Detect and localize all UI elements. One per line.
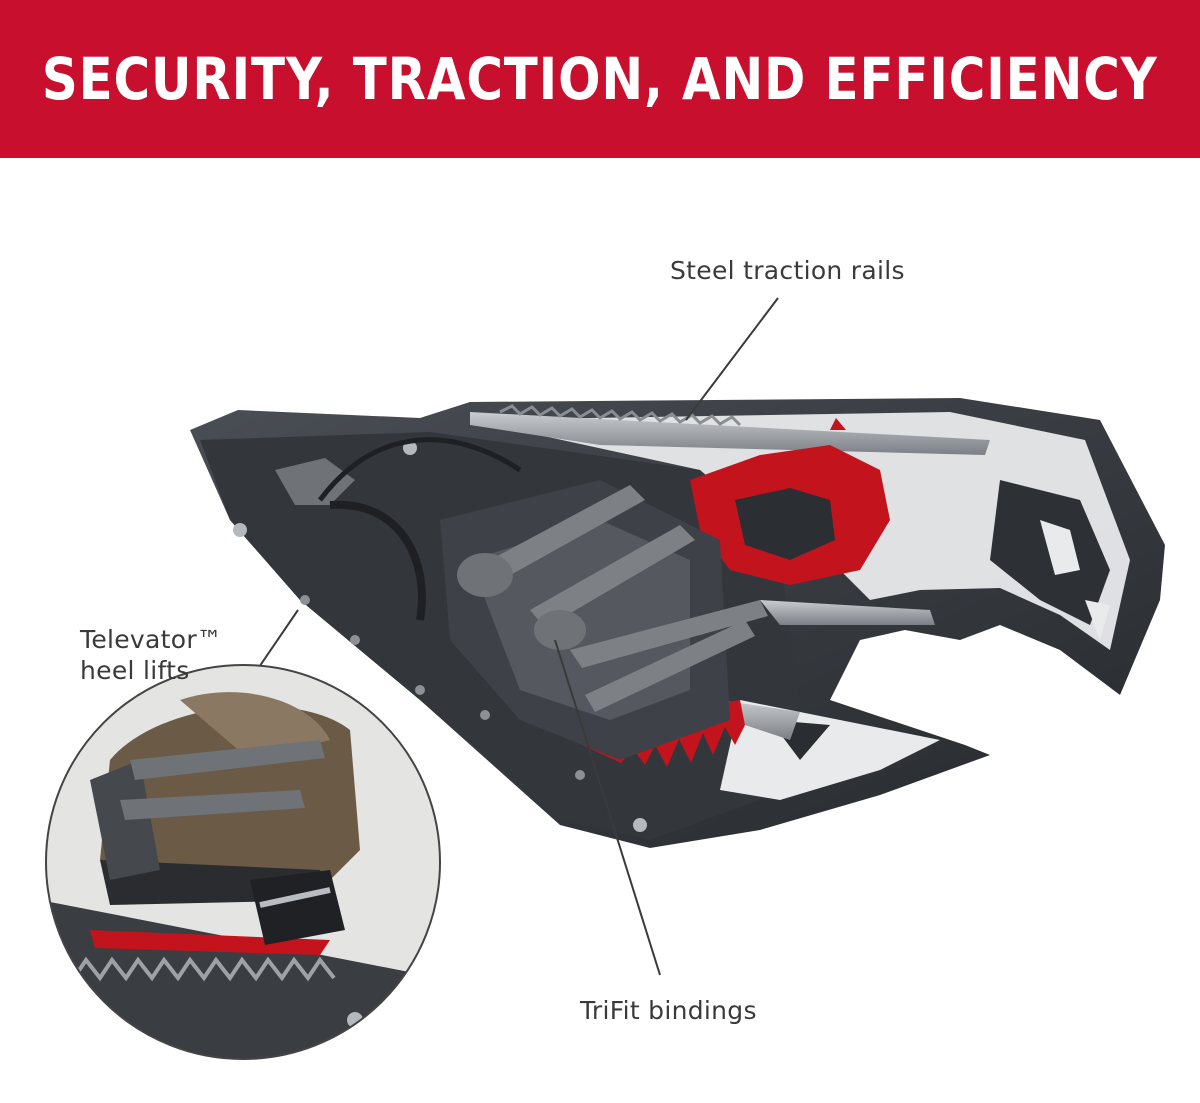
callout-steel-traction-rails: Steel traction rails <box>670 255 905 286</box>
banner-title: SECURITY, TRACTION, AND EFFICIENCY <box>42 45 1158 113</box>
televator-detail-inset <box>46 665 440 1059</box>
callout-steel-traction-rails-label: Steel traction rails <box>670 256 905 285</box>
callout-trifit-bindings-label: TriFit bindings <box>580 996 757 1025</box>
callout-televator-line2: heel lifts <box>80 656 190 685</box>
callout-trifit-bindings: TriFit bindings <box>580 995 757 1026</box>
trifit-binding <box>275 437 768 760</box>
callout-televator-line1: Televator™ <box>80 625 223 654</box>
header-banner: SECURITY, TRACTION, AND EFFICIENCY <box>0 0 1200 158</box>
callout-televator-heel-lifts: Televator™ heel lifts <box>80 624 222 686</box>
leader-line-trifit <box>554 639 661 976</box>
leader-line-rails <box>685 297 779 421</box>
